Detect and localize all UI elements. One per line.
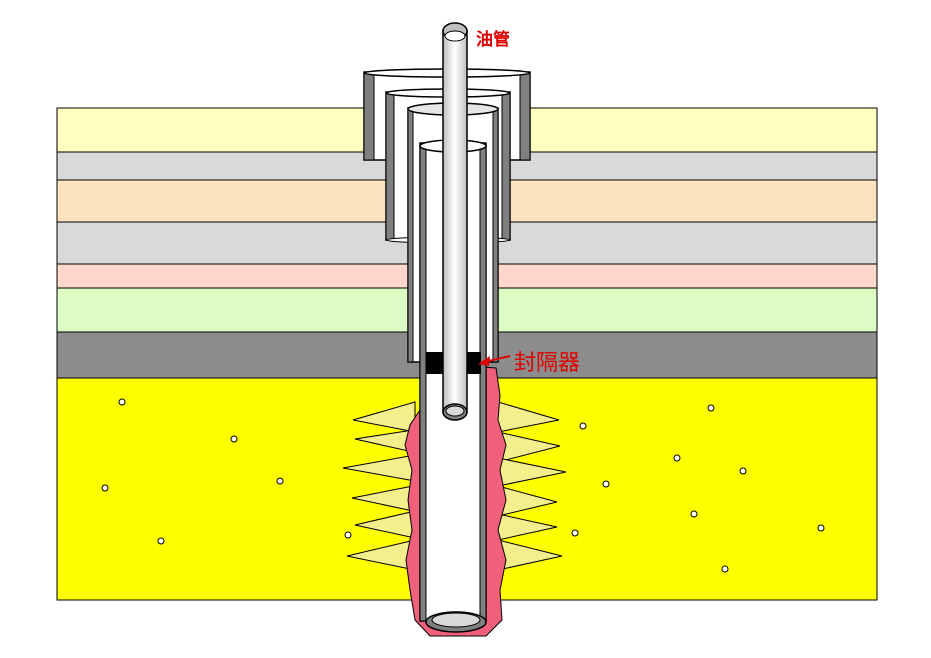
pore xyxy=(101,484,109,492)
packer-label: 封隔器 xyxy=(514,351,580,376)
pore xyxy=(344,531,352,539)
pore xyxy=(739,467,747,475)
pore xyxy=(690,510,698,518)
pore xyxy=(707,404,715,412)
tubing xyxy=(442,22,468,421)
pore xyxy=(673,454,681,462)
pore xyxy=(157,537,165,545)
perforations-right xyxy=(497,401,567,571)
reservoir-pores xyxy=(101,398,825,573)
pore xyxy=(602,480,610,488)
pore xyxy=(817,524,825,532)
pore xyxy=(230,435,238,443)
pore xyxy=(571,529,579,537)
packer-pointer-arrow xyxy=(478,355,511,366)
tubing-label: 油管 xyxy=(476,29,510,50)
pore xyxy=(118,398,126,406)
pore xyxy=(276,477,284,485)
pore xyxy=(721,565,729,573)
pore xyxy=(579,422,587,430)
